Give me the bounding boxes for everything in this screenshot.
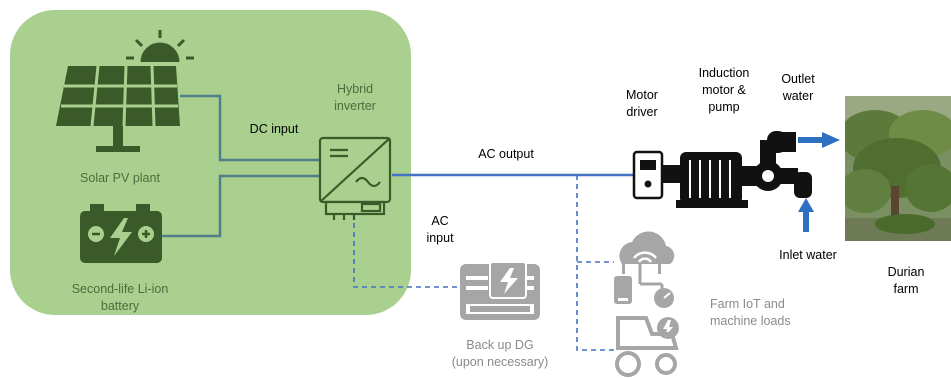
cloud-iot-icon — [614, 231, 675, 308]
tractor-icon — [615, 316, 679, 377]
durian-farm-photo — [845, 96, 951, 241]
motor-driver-icon — [632, 150, 664, 200]
solar-panel-icon — [56, 65, 180, 152]
dc-cables — [160, 94, 320, 238]
inverter-label-line2: inverter — [334, 99, 376, 113]
battery-label-line2: battery — [100, 299, 140, 313]
induction-motor-label-line1: Induction — [698, 66, 750, 80]
inverter-label: Hybrid inverter — [320, 81, 390, 115]
inverter-label-line1: Hybrid — [336, 82, 374, 96]
battery-label: Second-life Li-ion battery — [50, 281, 190, 315]
dg-label-line1: Back up DG — [466, 338, 534, 352]
generator-icon — [460, 261, 540, 320]
ac-input-label: AC input — [420, 213, 460, 247]
ac-input-label-line1: AC — [431, 214, 449, 228]
outlet-water-label-line2: water — [782, 89, 814, 103]
dg-label-line2: (upon necessary) — [451, 355, 549, 369]
iot-loads-label: Farm IoT and machine loads — [710, 296, 820, 330]
durian-farm-label-line2: farm — [893, 282, 919, 296]
outlet-water-label-line1: Outlet — [781, 72, 815, 86]
outlet-water-label: Outlet water — [768, 71, 828, 105]
durian-farm-label: Durian farm — [876, 264, 936, 298]
battery-label-line1: Second-life Li-ion — [71, 282, 169, 296]
motor-driver-label: Motor driver — [612, 87, 672, 121]
induction-motor-label: Induction motor & pump — [684, 65, 764, 116]
battery-icon — [80, 204, 162, 263]
ac-input-label-line2: input — [426, 231, 454, 245]
motor-driver-label-line2: driver — [626, 105, 658, 119]
iot-loads-label-line2: machine loads — [710, 314, 791, 328]
inlet-arrow-icon — [798, 198, 814, 232]
ac-output-label: AC output — [478, 147, 534, 161]
sun-icon — [126, 30, 194, 63]
durian-farm-label-line1: Durian — [887, 265, 925, 279]
motor-pump-icon — [663, 131, 812, 208]
dg-label: Back up DG (upon necessary) — [430, 337, 570, 371]
outlet-arrow-icon — [798, 132, 840, 148]
dashed-connections — [353, 175, 614, 351]
induction-motor-label-line2: motor & — [702, 83, 746, 97]
solar-pv-label: Solar PV plant — [80, 171, 160, 185]
iot-loads-label-line1: Farm IoT and — [710, 297, 785, 311]
induction-motor-label-line3: pump — [708, 100, 740, 114]
inverter-icon — [318, 136, 392, 220]
inlet-water-label: Inlet water — [779, 248, 837, 262]
motor-driver-label-line1: Motor — [626, 88, 658, 102]
dc-input-label: DC input — [249, 122, 299, 136]
